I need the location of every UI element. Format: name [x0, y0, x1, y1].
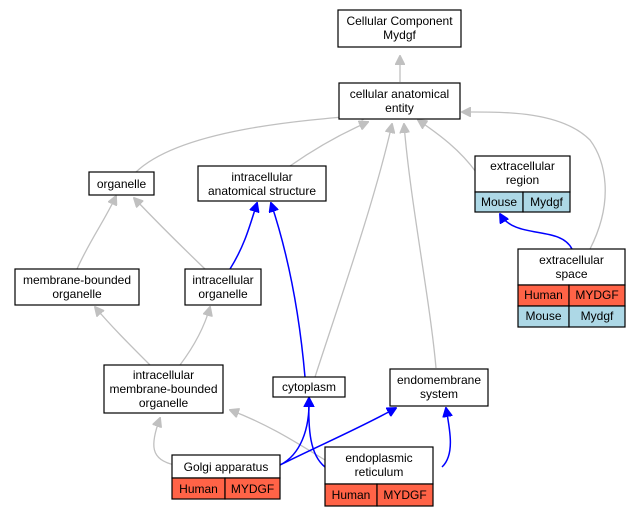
node-label: extracellular — [539, 253, 604, 267]
node-label: endomembrane — [397, 373, 481, 387]
node-label: cellular anatomical — [350, 87, 449, 101]
node-extracellular-region[interactable]: extracellular region Mouse Mydgf — [474, 155, 571, 213]
node-label: organelle — [139, 396, 189, 410]
node-intracellular-anatomical-structure[interactable]: intracellular anatomical structure — [197, 165, 327, 202]
cell-label: Human — [179, 482, 218, 496]
node-label: region — [506, 173, 539, 187]
gene-cell-mydgf — [376, 483, 434, 507]
edge-er-to-imbo — [230, 410, 326, 461]
node-label: entity — [385, 101, 414, 115]
edge-io-to-ias — [229, 203, 257, 270]
gene-cell-mydgf — [224, 477, 281, 500]
node-label: membrane-bounded — [23, 273, 131, 287]
cell-label: Human — [332, 488, 371, 502]
node-label: Cellular Component — [346, 14, 453, 28]
edge-ias-to-cae — [289, 122, 368, 167]
edge-er-to-cytoplasm — [309, 398, 326, 468]
node-label: cytoplasm — [282, 380, 336, 394]
gene-cell-mydgf — [522, 191, 571, 213]
node-label: space — [555, 267, 587, 281]
edge-golgi-to-cytoplasm — [279, 398, 309, 466]
node-cellular-anatomical-entity[interactable]: cellular anatomical entity — [338, 82, 461, 120]
node-label: intracellular — [192, 273, 253, 287]
edge-golgi-to-imbo — [154, 418, 176, 466]
node-label: organelle — [198, 287, 248, 301]
node-golgi-apparatus[interactable]: Golgi apparatus Human MYDGF — [171, 454, 281, 500]
edge-er-to-endomembrane — [441, 408, 450, 468]
node-cellular-component-mydgf[interactable]: Cellular Component Mydgf — [337, 9, 462, 48]
cell-label: MYDGF — [575, 288, 618, 302]
edge-imbo-to-io — [179, 307, 210, 366]
edge-organelle-to-cae — [135, 115, 370, 173]
edge-endomembrane-to-cae — [404, 124, 437, 369]
node-label: intracellular — [133, 368, 194, 382]
cell-label: Mydgf — [530, 195, 563, 209]
edge-cytoplasm-to-ias — [271, 203, 306, 378]
cell-label: Mydgf — [581, 309, 614, 323]
cell-label: Human — [524, 288, 563, 302]
node-label: organelle — [52, 287, 102, 301]
node-label: organelle — [97, 177, 147, 191]
node-endoplasmic-reticulum[interactable]: endoplasmic reticulum Human MYDGF — [324, 446, 434, 507]
node-cytoplasm[interactable]: cytoplasm — [272, 376, 346, 398]
cell-label: MYDGF — [383, 488, 426, 502]
node-endomembrane-system[interactable]: endomembrane system — [389, 368, 489, 407]
node-label: extracellular — [490, 159, 555, 173]
edge-imbo-to-mbo — [95, 307, 151, 366]
node-label: system — [420, 387, 458, 401]
edge-cytoplasm-to-cae — [314, 124, 392, 378]
cell-label: Mouse — [525, 309, 561, 323]
edge-golgi-to-endomembrane — [279, 408, 396, 466]
edge-extracellular-region-to-cae — [418, 120, 477, 173]
node-extracellular-space[interactable]: extracellular space Human MYDGF Mouse My… — [517, 248, 626, 328]
cell-label: MYDGF — [231, 482, 274, 496]
node-label: anatomical structure — [208, 184, 316, 198]
node-label: Golgi apparatus — [184, 460, 269, 474]
gene-cell-mydgf-mouse — [568, 305, 626, 328]
node-membrane-bounded-organelle[interactable]: membrane-bounded organelle — [14, 268, 140, 306]
edge-io-to-organelle — [134, 198, 206, 270]
node-intracellular-organelle[interactable]: intracellular organelle — [184, 268, 262, 306]
node-intracellular-membrane-bounded-organelle[interactable]: intracellular membrane-bounded organelle — [103, 364, 224, 414]
node-label: reticulum — [355, 465, 404, 479]
node-label: endoplasmic — [345, 451, 412, 465]
node-organelle[interactable]: organelle — [88, 171, 155, 196]
node-label: membrane-bounded — [109, 382, 217, 396]
edge-extracellular-space-to-region — [500, 214, 573, 250]
edge-mbo-to-organelle — [76, 196, 116, 270]
edge-extracellular-space-to-cae — [462, 112, 606, 250]
node-label: intracellular — [231, 170, 292, 184]
node-label: Mydgf — [383, 28, 416, 42]
cell-label: Mouse — [481, 195, 517, 209]
